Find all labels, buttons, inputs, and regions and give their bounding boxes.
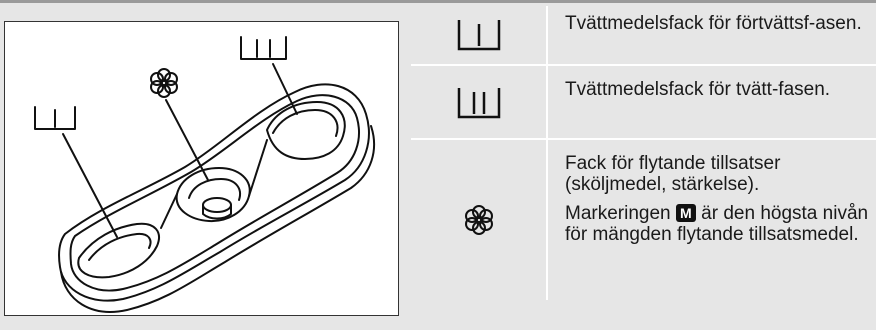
divider-right (248, 139, 268, 197)
legend-table: Tvättmedelsfack för förtvättsf-asen. Tvä… (411, 3, 876, 300)
prewash-text: Tvättmedelsfack för förtvättsf-asen. (565, 13, 862, 34)
wash-compartment-rim (272, 109, 339, 137)
prewash-description: Tvättmedelsfack för förtvättsf-asen. (565, 13, 870, 34)
divider-left (160, 193, 178, 229)
max-level-note-start: Markeringen (565, 203, 671, 224)
wash-text: Tvättmedelsfack för tvätt-fasen. (565, 79, 831, 100)
prewash-compartment (77, 222, 160, 279)
wash-symbol-cell (411, 66, 546, 140)
prewash-bracket-icon (34, 106, 76, 130)
liquid-compartment (175, 167, 251, 223)
detergent-drawer-drawing (34, 36, 376, 313)
liquid-description: Fack för flytande tillsatser (sköljmedel… (565, 153, 870, 245)
wash-description: Tvättmedelsfack för tvätt-fasen. (565, 79, 870, 100)
flower-icon (150, 68, 178, 98)
prewash-compartment-icon (457, 19, 500, 50)
leader-flower (165, 99, 209, 181)
leader-prewash (62, 133, 118, 238)
siphon-body (202, 204, 232, 220)
wash-compartment (266, 101, 346, 160)
wash-compartment-icon (457, 88, 500, 119)
table-row: Tvättmedelsfack för tvätt-fasen. (411, 66, 876, 140)
prewash-compartment-rim (88, 232, 152, 261)
max-level-badge-icon: M (675, 204, 696, 222)
table-row: Fack för flytande tillsatser (sköljmedel… (411, 140, 876, 300)
column-separator (546, 6, 548, 300)
liquid-text: Fack för flytande tillsatser (sköljmedel… (565, 153, 781, 195)
max-level-note-end: är den högsta nivån för mängden flytande… (565, 203, 869, 245)
siphon-cap (202, 197, 232, 213)
drawer-base (60, 125, 376, 313)
max-level-note: Markeringen M är den högsta nivån för mä… (565, 203, 870, 245)
flower-icon (464, 205, 493, 235)
flower-symbol-cell (411, 140, 546, 300)
table-row: Tvättmedelsfack för förtvättsf-asen. (411, 3, 876, 66)
top-rule (0, 0, 876, 3)
wash-bracket-icon (240, 36, 287, 60)
liquid-compartment-rim (188, 178, 241, 201)
drawer-outer (58, 83, 370, 302)
detergent-drawer-illustration (4, 21, 399, 316)
drawer-rim-inner (69, 94, 360, 292)
prewash-symbol-cell (411, 3, 546, 66)
